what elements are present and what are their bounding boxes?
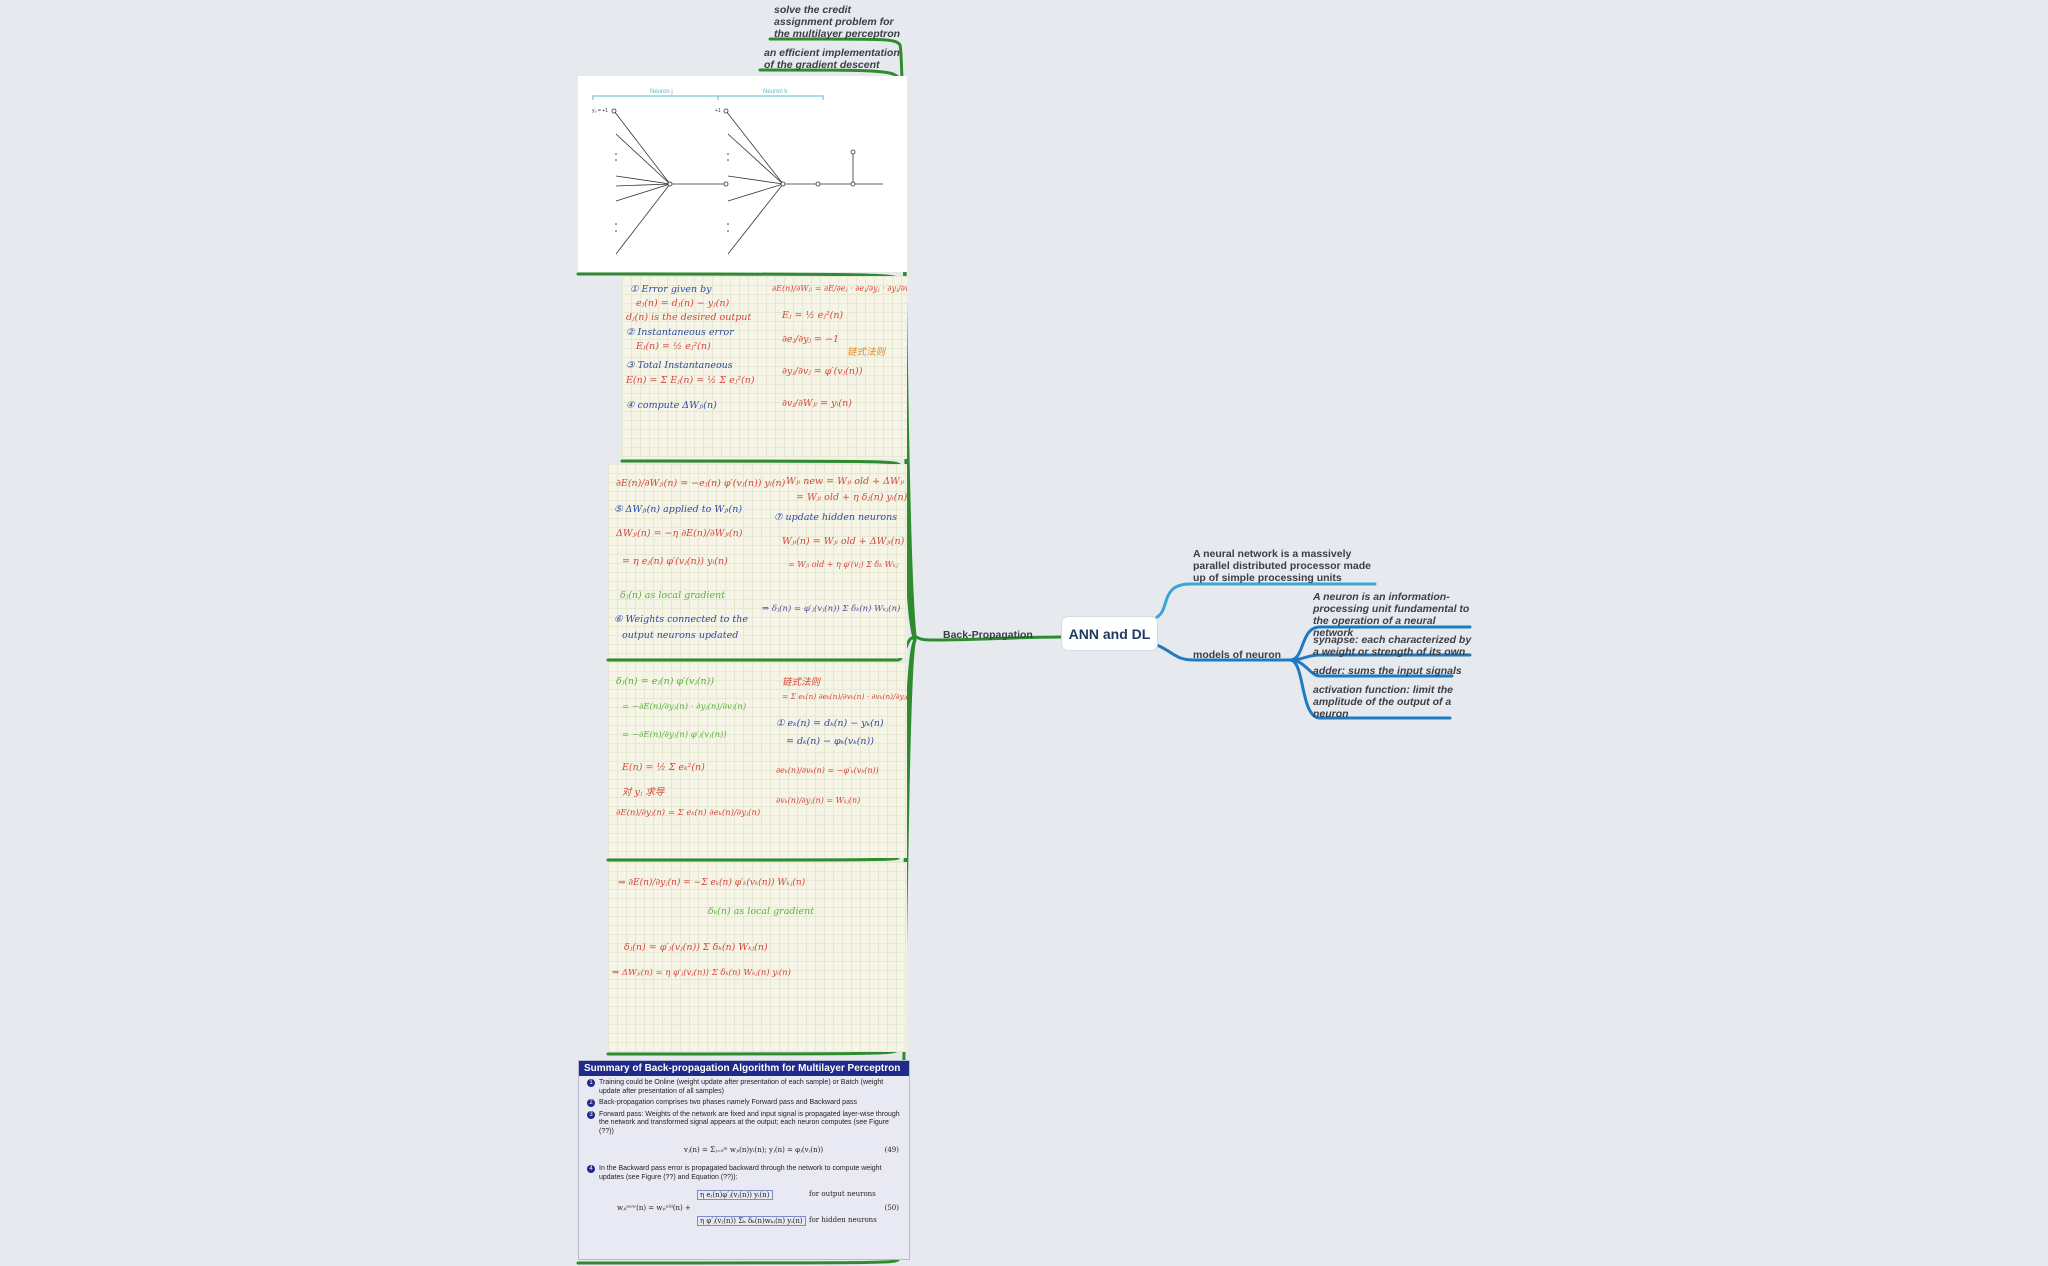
note-line: ∂E(n)/∂yⱼ(n) = Σ eₖ(n) ∂eₖ(n)/∂yⱼ(n) (616, 808, 761, 818)
note-line: δⱼ(n) = eⱼ(n) φ′(vⱼ(n)) (616, 676, 715, 687)
connector-nn-definition (1155, 582, 1377, 619)
synapse-node[interactable]: synapse: each characterized by a weight … (1313, 634, 1472, 658)
summary-item-text: Training could be Online (weight update … (599, 1079, 884, 1095)
bullet-icon: 3 (587, 1110, 595, 1119)
equation-50-case2-note: for hidden neurons (809, 1216, 877, 1224)
bullet-icon: 2 (587, 1099, 595, 1107)
handwritten-note-summary-derivation[interactable]: ⇒ ∂E(n)/∂yⱼ(n) = −Σ eₖ(n) φ′ₖ(vₖ(n)) Wₖⱼ… (608, 862, 907, 1052)
signal-flow-graph: Neuron j Neuron k y₀ = +1 +1 (592, 89, 883, 255)
note-line: ④ compute ΔWⱼᵢ(n) (626, 400, 717, 411)
note-line: ⑤ ΔWⱼᵢ(n) applied to Wⱼᵢ(n) (614, 504, 743, 515)
note-line: output neurons updated (622, 630, 739, 641)
note-line: δⱼ(n) as local gradient (620, 590, 726, 601)
root-label: ANN and DL (1068, 625, 1151, 642)
note-line: ① Error given by (630, 284, 712, 295)
handwritten-note-hidden-gradient[interactable]: δⱼ(n) = eⱼ(n) φ′(vⱼ(n)) = −∂E(n)/∂yⱼ(n) … (608, 662, 907, 858)
connector-note3 (606, 638, 917, 862)
credit-assignment-node[interactable]: solve the credit assignment problem for … (774, 4, 901, 40)
note-line: 对 yⱼ 求导 (622, 787, 665, 798)
equation-49: vⱼ(n) = Σⱼ₌₀ᵐ wⱼᵢ(n)yᵢ(n); yⱼ(n) = φⱼ(vⱼ… (579, 1140, 909, 1162)
connector-models (1155, 643, 1292, 662)
note-line: ∂vₖ(n)/∂yⱼ(n) = Wₖⱼ(n) (776, 796, 861, 805)
network-diagram-image[interactable]: Neuron j Neuron k y₀ = +1 +1 (578, 76, 907, 272)
note-line: = dₖ(n) − φₖ(vₖ(n)) (786, 736, 874, 747)
equation-50-number: (50) (884, 1204, 899, 1212)
note-line: ⑥ Weights connected to the (614, 614, 748, 625)
summary-item-text: Forward pass: Weights of the network are… (599, 1110, 900, 1135)
summary-slide-image[interactable]: Summary of Back-propagation Algorithm fo… (578, 1060, 910, 1260)
note-line: ∂vⱼ/∂Wⱼᵢ = yᵢ(n) (782, 398, 852, 409)
note-line: = Σ eₖ(n) ∂eₖ(n)/∂vₖ(n) · ∂vₖ(n)/∂yⱼ(n) (782, 692, 907, 701)
summary-item-text: Back-propagation comprises two phases na… (599, 1099, 857, 1106)
connector-root-backprop (933, 635, 1064, 642)
note-line: ∂E(n)/∂Wⱼᵢ(n) = −eⱼ(n) φ′(vⱼ(n)) yᵢ(n) (616, 478, 786, 489)
equation-49-body: vⱼ(n) = Σⱼ₌₀ᵐ wⱼᵢ(n)yᵢ(n); yⱼ(n) = φⱼ(vⱼ… (684, 1146, 824, 1154)
bullet-icon: 4 (587, 1165, 595, 1173)
note-line: ③ Total Instantaneous (626, 360, 733, 371)
equation-50-case1: η eⱼ(n)φ′ⱼ(vⱼ(n)) yᵢ(n) (697, 1190, 773, 1200)
activation-function-node[interactable]: activation function: limit the amplitude… (1313, 684, 1454, 720)
note-line: ⑦ update hidden neurons (774, 512, 898, 523)
neuron-definition-node[interactable]: A neuron is an information-processing un… (1313, 591, 1470, 639)
summary-item-text: In the Backward pass error is propagated… (599, 1165, 882, 1181)
note-line: ① eₖ(n) = dₖ(n) − yₖ(n) (776, 718, 884, 729)
gradient-descent-node[interactable]: an efficient implementation of the gradi… (764, 47, 900, 71)
nn-definition-node[interactable]: A neural network is a massively parallel… (1193, 548, 1371, 584)
note-line: δₖ(n) as local gradient (708, 906, 815, 917)
note-line: ② Instantaneous error (626, 327, 734, 338)
note-line: E(n) = Σ Eⱼ(n) = ½ Σ eⱼ²(n) (626, 375, 755, 386)
note-line: = −∂E(n)/∂yⱼ(n) · ∂yⱼ(n)/∂vⱼ(n) (622, 702, 747, 712)
adder-node[interactable]: adder: sums the input signals (1313, 665, 1462, 677)
summary-item: 1 Training could be Online (weight update… (579, 1079, 901, 1096)
equation-49-number: (49) (884, 1146, 899, 1154)
note-line: E(n) = ½ Σ eₖ²(n) (622, 762, 705, 773)
note-line: ∂yⱼ/∂vⱼ = φ′(vⱼ(n)) (782, 366, 863, 377)
handwritten-note-weight-update[interactable]: ∂E(n)/∂Wⱼᵢ(n) = −eⱼ(n) φ′(vⱼ(n)) yᵢ(n) ⑤… (608, 464, 907, 658)
note-line: ⇒ ∂E(n)/∂yⱼ(n) = −Σ eₖ(n) φ′ₖ(vₖ(n)) Wₖⱼ… (618, 878, 806, 888)
note-line: dⱼ(n) is the desired output (626, 312, 752, 323)
note-line: = η eⱼ(n) φ′(vⱼ(n)) yᵢ(n) (622, 556, 728, 567)
note-line: ⇒ δⱼ(n) = φ′ⱼ(vⱼ(n)) Σ δₖ(n) Wₖⱼ(n) (762, 604, 901, 614)
neuron-j-label: Neuron j (650, 89, 673, 95)
summary-item: 4 In the Backward pass error is propagate… (579, 1165, 901, 1182)
note-line: eⱼ(n) = dⱼ(n) − yⱼ(n) (636, 298, 730, 309)
note-line: 链式法则 (847, 347, 886, 358)
handwritten-note-error[interactable]: ① Error given by eⱼ(n) = dⱼ(n) − yⱼ(n) d… (622, 276, 907, 459)
neuron-k-label: Neuron k (763, 89, 788, 95)
summary-item: 3 Forward pass: Weights of the network ar… (579, 1110, 901, 1137)
summary-item: 2 Back-propagation comprises two phases n… (579, 1099, 901, 1108)
note-line: ∂eⱼ/∂yⱼ = −1 (782, 334, 840, 345)
note-line: Eⱼ(n) = ½ eⱼ²(n) (636, 341, 711, 352)
equation-50-case1-note: for output neurons (809, 1190, 876, 1198)
note-line: ⇒ ΔWⱼᵢ(n) = η φ′ⱼ(vⱼ(n)) Σ δₖ(n) Wₖⱼ(n) … (612, 968, 791, 978)
note-line: Wⱼᵢ(n) = Wⱼᵢ old + ΔWⱼᵢ(n) (782, 536, 905, 547)
note-line: = Wⱼᵢ old + η φ′(vⱼ) Σ δₖ Wₖⱼ (788, 560, 898, 569)
equation-50: wⱼᵢⁿᵉʷ(n) = wⱼᵢᵒˡᵈ(n) + η eⱼ(n)φ′ⱼ(vⱼ(n)… (579, 1184, 909, 1236)
equation-50-case2: η φ′ⱼ(vⱼ(n)) Σₖ δₖ(n)wₖⱼ(n) yᵢ(n) (697, 1216, 806, 1226)
note-line: = −∂E(n)/∂yⱼ(n) φ′ⱼ(vⱼ(n)) (622, 730, 727, 740)
bias-y0-label: y₀ = +1 (592, 108, 608, 114)
summary-title: Summary of Back-propagation Algorithm fo… (579, 1061, 909, 1076)
note-line: 链式法则 (782, 677, 821, 688)
note-line: δⱼ(n) = φ′ⱼ(vⱼ(n)) Σ δₖ(n) Wₖⱼ(n) (624, 942, 768, 953)
note-line: Wⱼᵢ new = Wⱼᵢ old + ΔWⱼᵢ (786, 476, 905, 487)
connector-activation (1288, 658, 1452, 720)
note-line: = Wⱼᵢ old + η δⱼ(n) yᵢ(n) (796, 492, 907, 503)
note-line: ΔWⱼᵢ(n) = −η ∂E(n)/∂Wⱼᵢ(n) (616, 528, 743, 539)
back-propagation-node[interactable]: Back-Propagation (943, 629, 1033, 641)
equation-50-lhs: wⱼᵢⁿᵉʷ(n) = wⱼᵢᵒˡᵈ(n) + (617, 1204, 691, 1212)
note-line: ∂eₖ(n)/∂vₖ(n) = −φ′ₖ(vₖ(n)) (776, 766, 879, 775)
note-line: ∂E(n)/∂Wⱼᵢ = ∂E/∂eⱼ · ∂eⱼ/∂yⱼ · ∂yⱼ/∂vⱼ … (772, 284, 907, 293)
models-of-neuron-node[interactable]: models of neuron (1193, 649, 1282, 661)
note-line: Eⱼ = ½ eⱼ²(n) (782, 310, 844, 321)
root-node[interactable]: ANN and DL (1062, 617, 1157, 650)
bullet-icon: 1 (587, 1079, 595, 1087)
bias-k-label: +1 (715, 108, 721, 114)
